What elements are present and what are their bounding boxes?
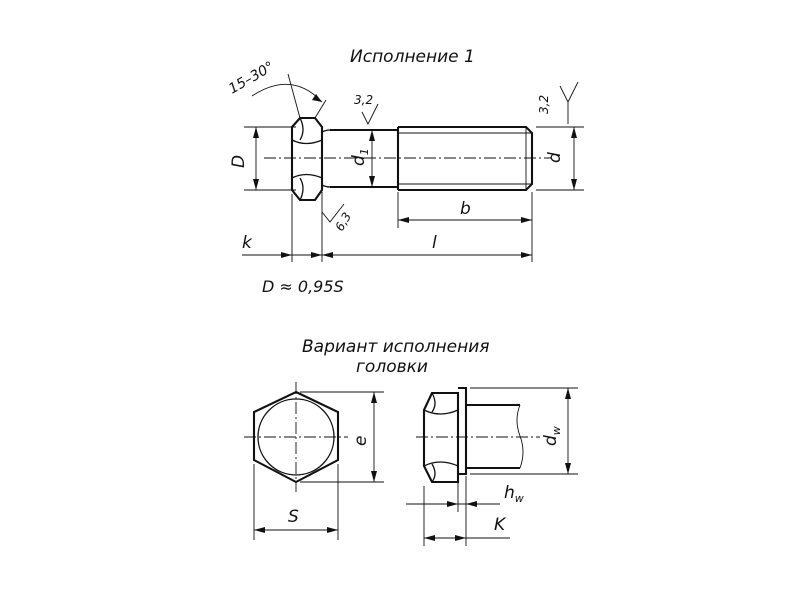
dim-dw-subscript: w bbox=[550, 426, 563, 435]
flange-washer-outline bbox=[458, 386, 468, 476]
dim-S-lines bbox=[253, 464, 339, 540]
title-variant-line2: головки bbox=[356, 357, 428, 377]
flange-shank-outline bbox=[466, 403, 520, 470]
roughness-symbol-a bbox=[361, 103, 379, 126]
dim-hw-label: hw bbox=[504, 483, 524, 505]
dim-d1-label: d1 bbox=[349, 148, 371, 166]
view-head-variant: Вариант исполнения головки e S dw bbox=[244, 337, 578, 546]
flange-head-face-lines bbox=[423, 392, 459, 483]
dim-hw-arrow-left bbox=[447, 501, 458, 507]
dim-k-arrow-right bbox=[311, 252, 322, 258]
dim-dw-arrow-top bbox=[565, 388, 571, 399]
dim-D-arrow-top bbox=[253, 127, 259, 138]
bolt-thread-root-lines bbox=[398, 127, 532, 190]
formula-label: D ≈ 0,95S bbox=[262, 277, 344, 296]
dim-dw-letter: d bbox=[541, 435, 561, 446]
dim-K-label: K bbox=[494, 515, 507, 535]
angle-dim-arrow bbox=[312, 94, 322, 102]
bolt-head-outline bbox=[290, 116, 324, 202]
dim-K-arrow-right bbox=[455, 535, 466, 541]
roughness-symbol-b bbox=[559, 81, 579, 124]
title-version-1: Исполнение 1 bbox=[350, 47, 475, 67]
dim-b-arrow-left bbox=[398, 217, 409, 223]
dim-k-lines bbox=[242, 194, 322, 262]
dim-d-label: d bbox=[545, 152, 565, 163]
dim-d1-subscript: 1 bbox=[358, 148, 371, 155]
dim-l-arrow-right bbox=[521, 252, 532, 258]
dim-e-label: e bbox=[351, 436, 371, 446]
dim-e-lines bbox=[300, 391, 384, 483]
shank-break-line bbox=[516, 404, 524, 469]
dim-d1-arrow-bottom bbox=[369, 176, 375, 187]
bolt-head-face-lines bbox=[291, 117, 323, 201]
dim-hw-letter: h bbox=[504, 483, 515, 503]
dim-K-lines bbox=[423, 486, 510, 546]
dim-e-arrow-top bbox=[371, 392, 377, 403]
dim-b-lines bbox=[397, 192, 533, 262]
roughness-b-label: 3,2 bbox=[537, 95, 551, 114]
dim-b-label: b bbox=[460, 199, 471, 219]
dim-b-arrow-right bbox=[521, 217, 532, 223]
view-version-1: Исполнение 1 D d1 d b bbox=[226, 47, 584, 296]
underhead-fillet bbox=[321, 129, 331, 188]
dim-S-arrow-left bbox=[254, 527, 265, 533]
dim-dw-label: dw bbox=[541, 426, 563, 446]
dim-hw-lines bbox=[406, 476, 500, 546]
title-variant-line1: Вариант исполнения bbox=[302, 337, 490, 357]
dim-e-arrow-bottom bbox=[371, 471, 377, 482]
dim-k-arrow-left bbox=[281, 252, 292, 258]
roughness-symbol-c bbox=[321, 203, 345, 223]
dim-d-arrow-top bbox=[571, 127, 577, 138]
dim-l-label: l bbox=[432, 233, 437, 253]
dim-dw-lines bbox=[470, 387, 578, 475]
dim-dw-arrow-bottom bbox=[565, 463, 571, 474]
dim-l-lines bbox=[321, 192, 532, 262]
dim-S-arrow-right bbox=[327, 527, 338, 533]
dim-d-arrow-bottom bbox=[571, 179, 577, 190]
dim-hw-subscript: w bbox=[515, 492, 524, 505]
flange-head-outline bbox=[422, 391, 460, 484]
dim-D-label: D bbox=[229, 155, 249, 168]
dim-D-lines bbox=[244, 126, 296, 191]
roughness-a-label: 3,2 bbox=[354, 93, 373, 107]
bolt-shank-outline bbox=[330, 127, 400, 190]
dim-d1-arrow-top bbox=[369, 130, 375, 141]
dim-S-label: S bbox=[288, 507, 299, 527]
roughness-c-label: 6,3 bbox=[332, 210, 354, 234]
dim-d1-letter: d bbox=[349, 155, 369, 166]
dim-k-label: k bbox=[242, 233, 253, 253]
dim-hw-arrow-right bbox=[466, 501, 477, 507]
angle-label: 15–30° bbox=[226, 59, 277, 98]
dim-D-arrow-bottom bbox=[253, 179, 259, 190]
dim-l-arrow-left bbox=[322, 252, 333, 258]
bolt-thread-outline bbox=[398, 125, 534, 192]
dim-K-arrow-left bbox=[424, 535, 435, 541]
